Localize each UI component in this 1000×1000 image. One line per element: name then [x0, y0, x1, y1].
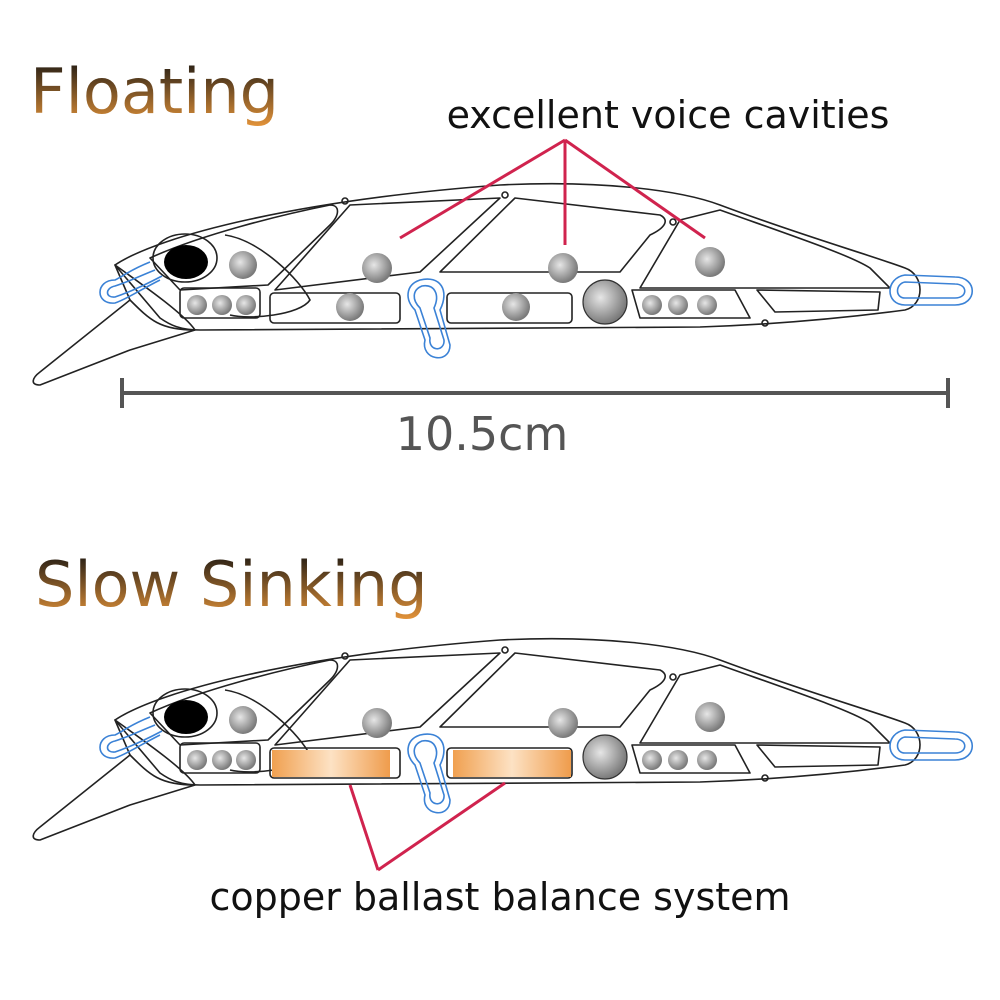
copper-ballast: [272, 750, 390, 777]
copper-ballast-label: copper ballast balance system: [209, 875, 790, 919]
copper-ballast: [453, 750, 571, 777]
slow-sinking-title: Slow Sinking: [35, 548, 428, 621]
floating-lure-illustration: [32, 182, 974, 386]
ballast-ball: [502, 293, 530, 321]
length-label: 10.5cm: [396, 407, 569, 461]
copper-ballast-pointers: [348, 781, 506, 872]
voice-cavities-pointers: [399, 138, 706, 245]
floating-title: Floating: [30, 55, 279, 128]
length-measure-line: [120, 378, 950, 408]
ballast-ball: [336, 293, 364, 321]
voice-cavities-label: excellent voice cavities: [447, 93, 890, 137]
slow-sinking-lure-illustration: [32, 637, 974, 841]
